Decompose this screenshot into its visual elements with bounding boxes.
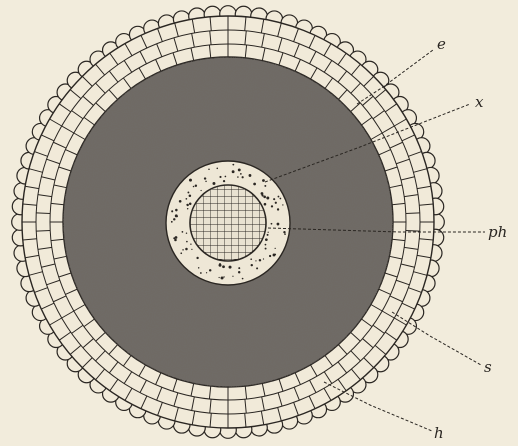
- cell-wall: [406, 230, 420, 231]
- phloem-dot: [255, 260, 256, 261]
- phloem-dot: [269, 255, 271, 257]
- phloem-dot: [189, 203, 192, 206]
- label-h: h: [434, 424, 444, 442]
- phloem-dot: [284, 233, 286, 235]
- phloem-dot: [200, 272, 202, 274]
- phloem-dot: [265, 248, 267, 250]
- phloem-dot: [182, 249, 183, 250]
- phloem-dot: [176, 216, 178, 218]
- phloem-dot: [267, 234, 269, 236]
- xylem-core: [190, 185, 266, 261]
- phloem-dot: [185, 248, 188, 251]
- phloem-dot: [186, 241, 188, 243]
- cell-wall: [406, 213, 420, 214]
- phloem-dot: [223, 180, 225, 182]
- phloem-dot: [259, 259, 261, 261]
- phloem-dot: [282, 204, 283, 205]
- phloem-dot: [271, 223, 273, 225]
- phloem-dot: [238, 168, 241, 171]
- phloem-dot: [175, 209, 178, 212]
- phloem-dot: [198, 267, 199, 268]
- phloem-dot: [171, 221, 173, 223]
- cell-wall: [36, 230, 50, 231]
- phloem-dot: [268, 232, 269, 233]
- phloem-dot: [266, 196, 269, 199]
- phloem-dot: [277, 208, 279, 210]
- phloem-dot: [180, 252, 182, 254]
- phloem-dot: [238, 271, 240, 273]
- phloem-dot: [229, 266, 232, 269]
- phloem-dot: [173, 218, 175, 220]
- phloem-dot: [187, 192, 189, 194]
- phloem-dot: [182, 231, 184, 233]
- phloem-dot: [265, 238, 268, 241]
- phloem-dot: [263, 196, 266, 199]
- phloem-dot: [219, 263, 221, 265]
- phloem-dot: [232, 170, 235, 173]
- phloem-dot: [196, 257, 198, 259]
- phloem-dot: [221, 276, 224, 279]
- label-ph: ph: [488, 223, 507, 241]
- phloem-dot: [223, 276, 224, 277]
- phloem-dot: [219, 176, 221, 178]
- phloem-dot: [173, 237, 175, 239]
- phloem-dot: [242, 176, 244, 178]
- phloem-dot: [190, 243, 191, 244]
- label-e: e: [437, 35, 446, 53]
- phloem-dot: [204, 177, 206, 179]
- phloem-dot: [208, 168, 210, 170]
- phloem-dot: [232, 164, 234, 166]
- phloem-dot: [222, 265, 225, 268]
- phloem-dot: [275, 248, 276, 249]
- phloem-dot: [275, 202, 277, 204]
- phloem-dot: [206, 272, 207, 273]
- cell-wall: [36, 213, 50, 214]
- phloem-dot: [278, 196, 280, 198]
- phloem-dot: [218, 277, 219, 278]
- phloem-dot: [201, 190, 202, 191]
- phloem-dot: [273, 198, 275, 200]
- phloem-dot: [280, 198, 282, 200]
- phloem-dot: [238, 267, 240, 269]
- phloem-dot: [262, 179, 265, 182]
- phloem-dot: [179, 200, 182, 203]
- phloem-dot: [216, 168, 218, 170]
- phloem-dot: [232, 276, 233, 277]
- phloem-dot: [242, 278, 244, 280]
- phloem-dot: [209, 269, 211, 271]
- phloem-dot: [186, 232, 187, 233]
- phloem-dot: [240, 173, 242, 175]
- phloem-dot: [264, 185, 266, 187]
- phloem-dot: [249, 174, 252, 177]
- phloem-dot: [193, 186, 195, 188]
- phloem-dot: [189, 179, 192, 182]
- phloem-dot: [237, 176, 239, 178]
- phloem-dot: [271, 205, 273, 207]
- phloem-dot: [212, 182, 215, 185]
- phloem-dot: [253, 183, 256, 186]
- phloem-dot: [205, 181, 206, 182]
- label-x: x: [475, 93, 484, 111]
- label-s: s: [484, 358, 492, 376]
- phloem-dot: [187, 208, 188, 209]
- phloem-dot: [283, 231, 285, 233]
- phloem-dot: [275, 254, 277, 256]
- phloem-dot: [186, 204, 188, 206]
- phloem-dot: [225, 176, 227, 178]
- phloem-dot: [189, 195, 192, 198]
- phloem-dot: [264, 203, 267, 206]
- phloem-dot: [185, 198, 187, 200]
- phloem-dot: [263, 258, 264, 259]
- phloem-dot: [250, 258, 252, 260]
- phloem-dot: [251, 264, 253, 266]
- phloem-dot: [195, 185, 197, 187]
- phloem-dot: [265, 244, 267, 246]
- phloem-dot: [171, 210, 173, 212]
- phloem-dot: [261, 194, 263, 196]
- phloem-dot: [256, 267, 258, 269]
- phloem-dot: [191, 249, 192, 250]
- phloem-dot: [277, 223, 280, 226]
